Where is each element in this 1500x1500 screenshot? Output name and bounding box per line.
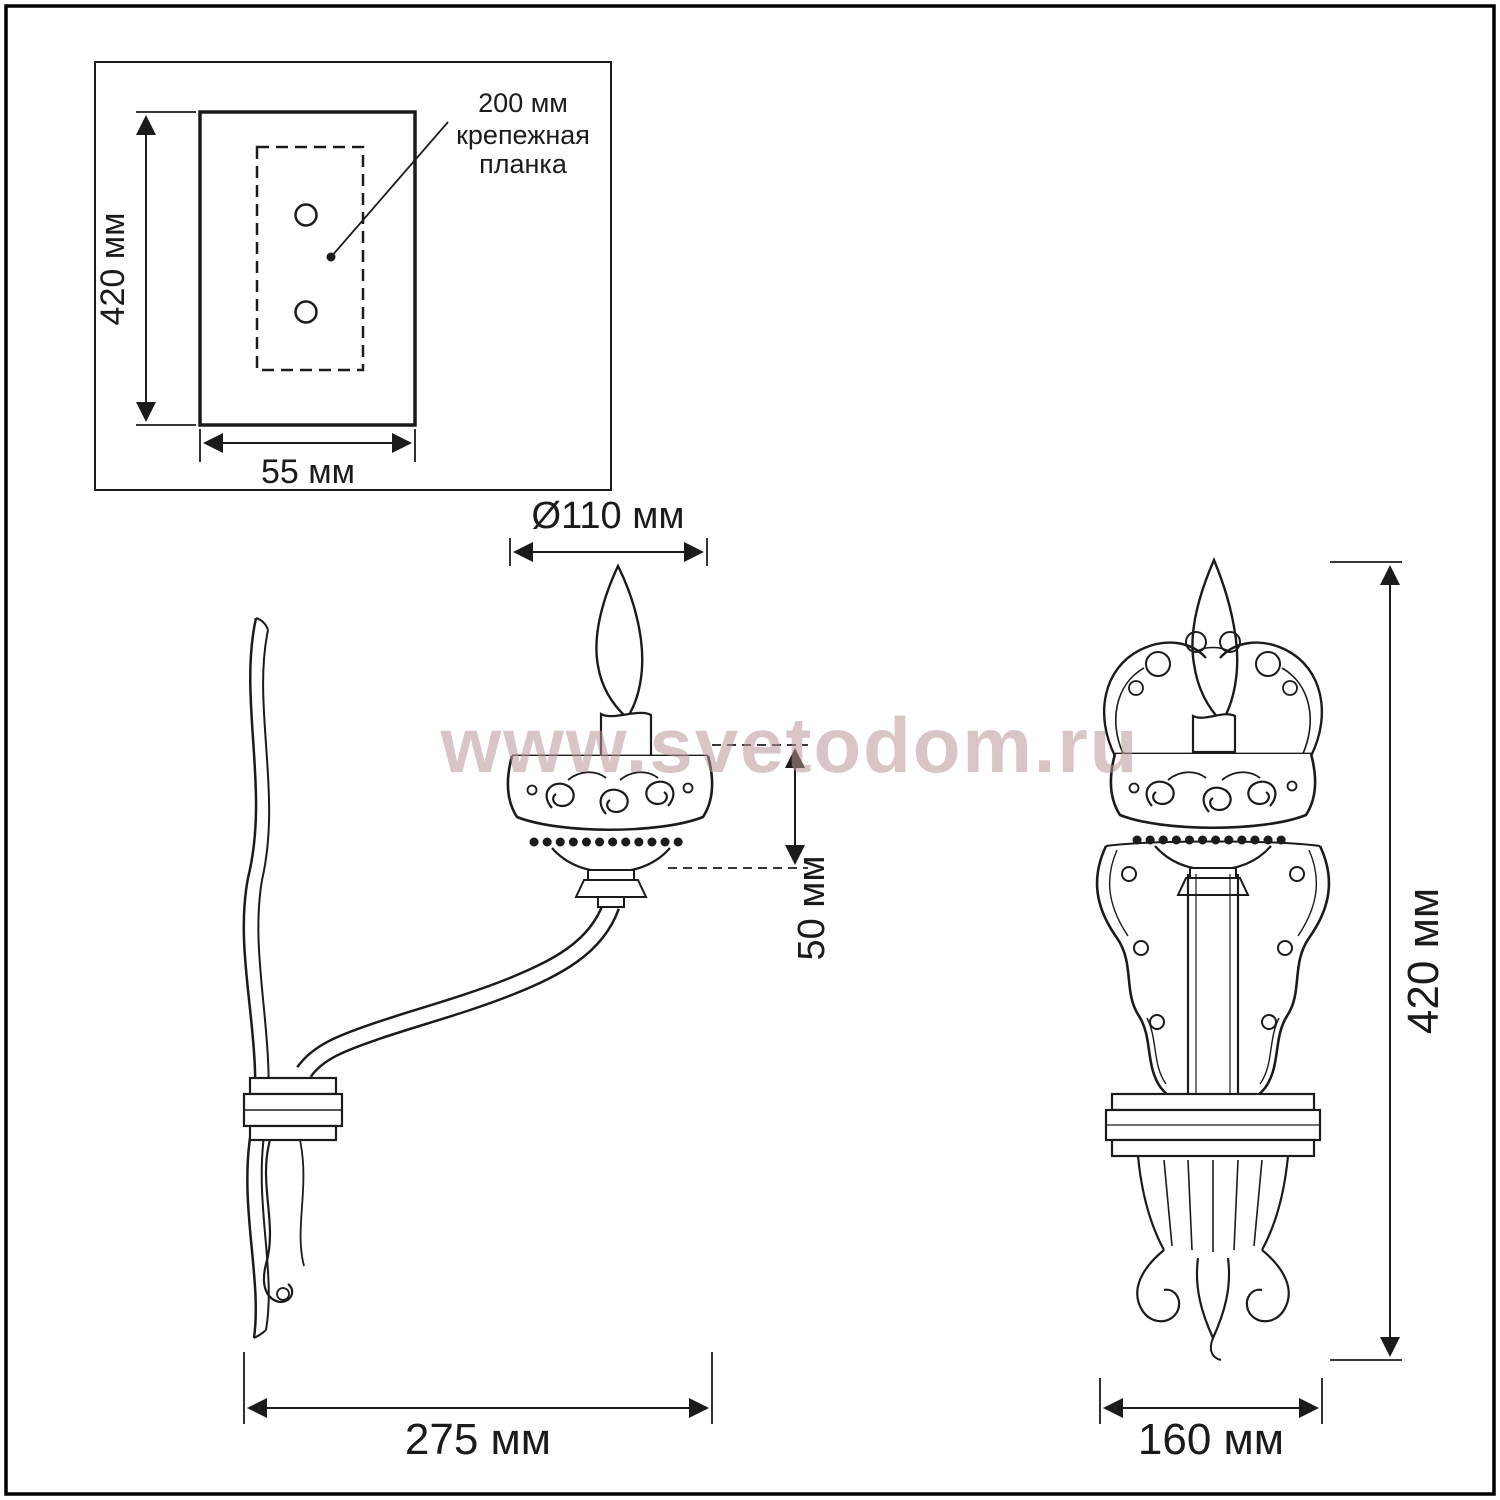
front-bolt [1261,1014,1277,1030]
front-view: 420 мм 160 мм [1095,556,1448,1464]
side-candle-body [599,711,653,760]
dim-depth: 275 мм [243,1352,713,1464]
front-flame-lamp [1191,556,1239,724]
front-crown [1102,631,1324,757]
side-arm [296,902,620,1078]
mounting-bar-annotation: 200 мм крепежная планка [456,88,590,179]
image-border [4,4,1496,1496]
bar-name-line2: планка [479,149,568,179]
depth-label: 275 мм [405,1415,551,1464]
plate-width-label: 55 мм [261,453,355,491]
bar-dim-label: 200 мм [478,88,568,118]
side-canopy [242,1076,344,1142]
screw-hole-top [294,203,318,227]
front-bolt [1121,866,1137,882]
front-candle-body [1191,713,1237,754]
front-collar [1104,1092,1322,1158]
front-finial [1136,1155,1290,1361]
front-bolt [1277,940,1293,956]
dim-plate-height: 420 мм [94,111,196,426]
width-label: 160 мм [1138,1415,1284,1464]
mounting-plate-outline [198,110,417,427]
leader-line [330,121,449,258]
dim-width: 160 мм [1099,1378,1323,1464]
front-cup [1109,752,1317,896]
front-bolt [1133,940,1149,956]
side-cup-ornament [526,771,694,816]
dim-total-height: 420 мм [1330,561,1448,1361]
mounting-bar-dashed-outline [255,145,365,372]
plate-height-label: 420 мм [94,213,132,326]
front-cup-ornament [1128,771,1298,814]
dim-shade-diameter: Ø110 мм [509,495,708,566]
front-bolt [1149,1014,1165,1030]
total-height-label: 420 мм [1399,888,1448,1034]
watermark: www.svetodom.ru [440,701,1140,789]
dim-plate-width: 55 мм [199,429,416,491]
bar-name-line1: крепежная [456,120,590,150]
side-flame-lamp [595,563,644,720]
side-cup [506,754,714,908]
side-scroll-ornament [262,1139,305,1304]
screw-hole-bottom [294,300,318,324]
dim-shade-height: 50 мм [668,744,833,961]
shade-diameter-label: Ø110 мм [532,495,685,537]
shade-height-label: 50 мм [791,855,833,960]
side-view: Ø110 мм 50 мм 275 мм [242,495,833,1464]
mounting-panel [94,61,612,491]
panel-border [94,61,612,491]
front-bolt [1289,866,1305,882]
side-backplate [242,617,271,1339]
